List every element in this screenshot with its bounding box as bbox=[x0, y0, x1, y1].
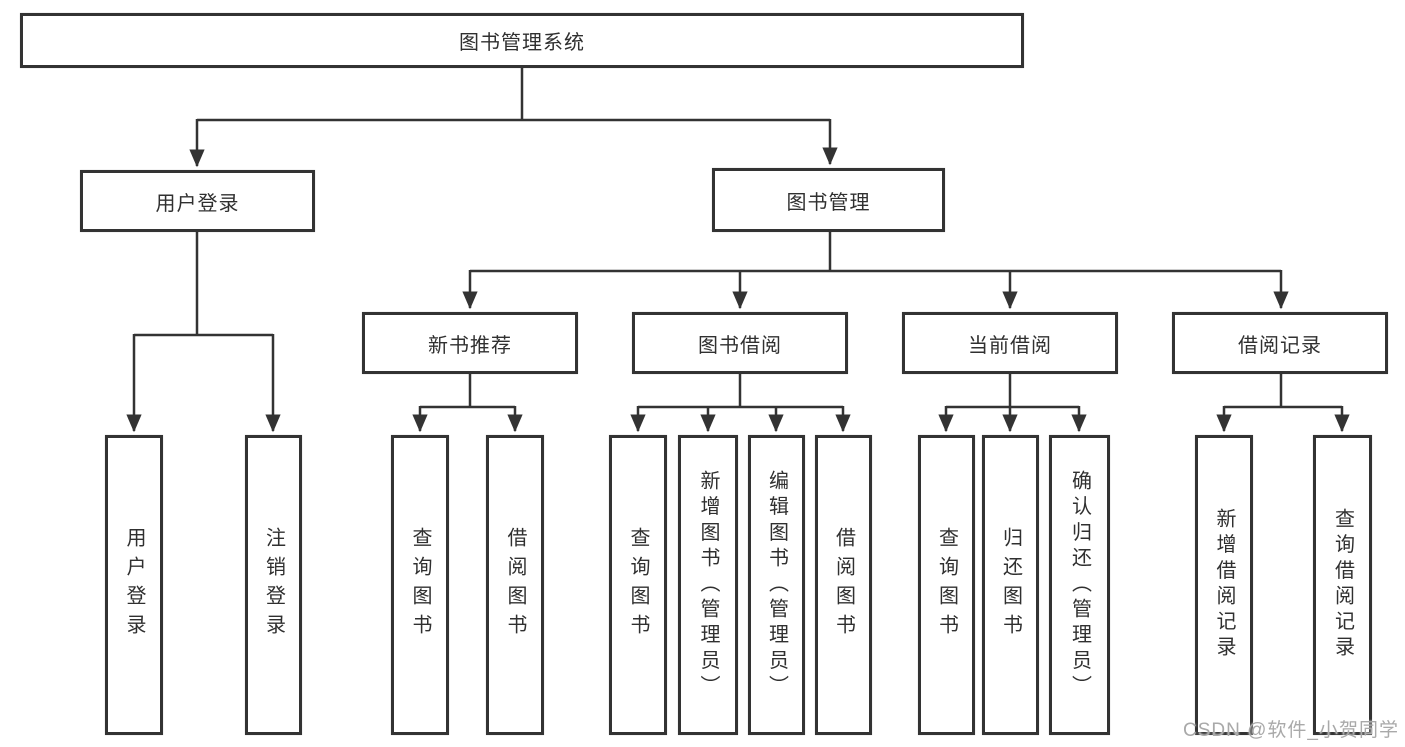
node-label: 借阅图书 bbox=[504, 527, 526, 643]
node-borrow-records: 借阅记录 bbox=[1172, 312, 1388, 374]
node-user-login: 用户登录 bbox=[80, 170, 315, 232]
node-label: 新增借阅记录 bbox=[1213, 508, 1235, 662]
node-label: 借阅图书 bbox=[832, 527, 855, 643]
node-label: 注销登录 bbox=[262, 527, 285, 643]
csdn-watermark: CSDN @软件_小贺同学 bbox=[1183, 720, 1399, 741]
leaf-borrow-books-recommend: 借阅图书 bbox=[486, 435, 544, 735]
node-label: 当前借阅 bbox=[968, 334, 1052, 357]
node-label: 新书推荐 bbox=[428, 334, 512, 357]
leaf-return-books: 归还图书 bbox=[982, 435, 1039, 735]
leaf-query-books-current: 查询图书 bbox=[918, 435, 975, 735]
node-label: 查询图书 bbox=[935, 527, 958, 643]
leaf-query-borrow-record: 查询借阅记录 bbox=[1313, 435, 1372, 735]
node-label: 图书管理 bbox=[786, 191, 871, 214]
leaf-add-borrow-record: 新增借阅记录 bbox=[1195, 435, 1253, 735]
node-label: 图书借阅 bbox=[698, 334, 782, 357]
leaf-user-login: 用户登录 bbox=[105, 435, 163, 735]
node-label: 确认归还（管理员） bbox=[1068, 469, 1091, 701]
leaf-edit-books-admin: 编辑图书（管理员） bbox=[748, 435, 805, 735]
node-label: 查询图书 bbox=[409, 527, 431, 643]
node-label: 用户登录 bbox=[155, 192, 240, 215]
node-current-borrow: 当前借阅 bbox=[902, 312, 1118, 374]
leaf-query-books-borrow: 查询图书 bbox=[609, 435, 667, 735]
leaf-add-books-admin: 新增图书（管理员） bbox=[678, 435, 738, 735]
node-label: 图书管理系统 bbox=[459, 32, 585, 54]
node-new-book-recommend: 新书推荐 bbox=[362, 312, 578, 374]
node-label: 借阅记录 bbox=[1238, 334, 1322, 357]
node-label: 归还图书 bbox=[999, 527, 1022, 643]
leaf-borrow-books: 借阅图书 bbox=[815, 435, 872, 735]
leaf-logout: 注销登录 bbox=[245, 435, 302, 735]
node-label: 用户登录 bbox=[123, 527, 145, 643]
node-book-borrow: 图书借阅 bbox=[632, 312, 848, 374]
node-label: 编辑图书（管理员） bbox=[765, 469, 788, 701]
leaf-confirm-return-admin: 确认归还（管理员） bbox=[1049, 435, 1110, 735]
node-label: 新增图书（管理员） bbox=[697, 469, 719, 701]
node-library-management-system: 图书管理系统 bbox=[20, 13, 1024, 68]
node-book-management: 图书管理 bbox=[712, 168, 945, 232]
node-label: 查询借阅记录 bbox=[1331, 508, 1354, 662]
node-label: 查询图书 bbox=[627, 527, 649, 643]
leaf-query-books-recommend: 查询图书 bbox=[391, 435, 449, 735]
